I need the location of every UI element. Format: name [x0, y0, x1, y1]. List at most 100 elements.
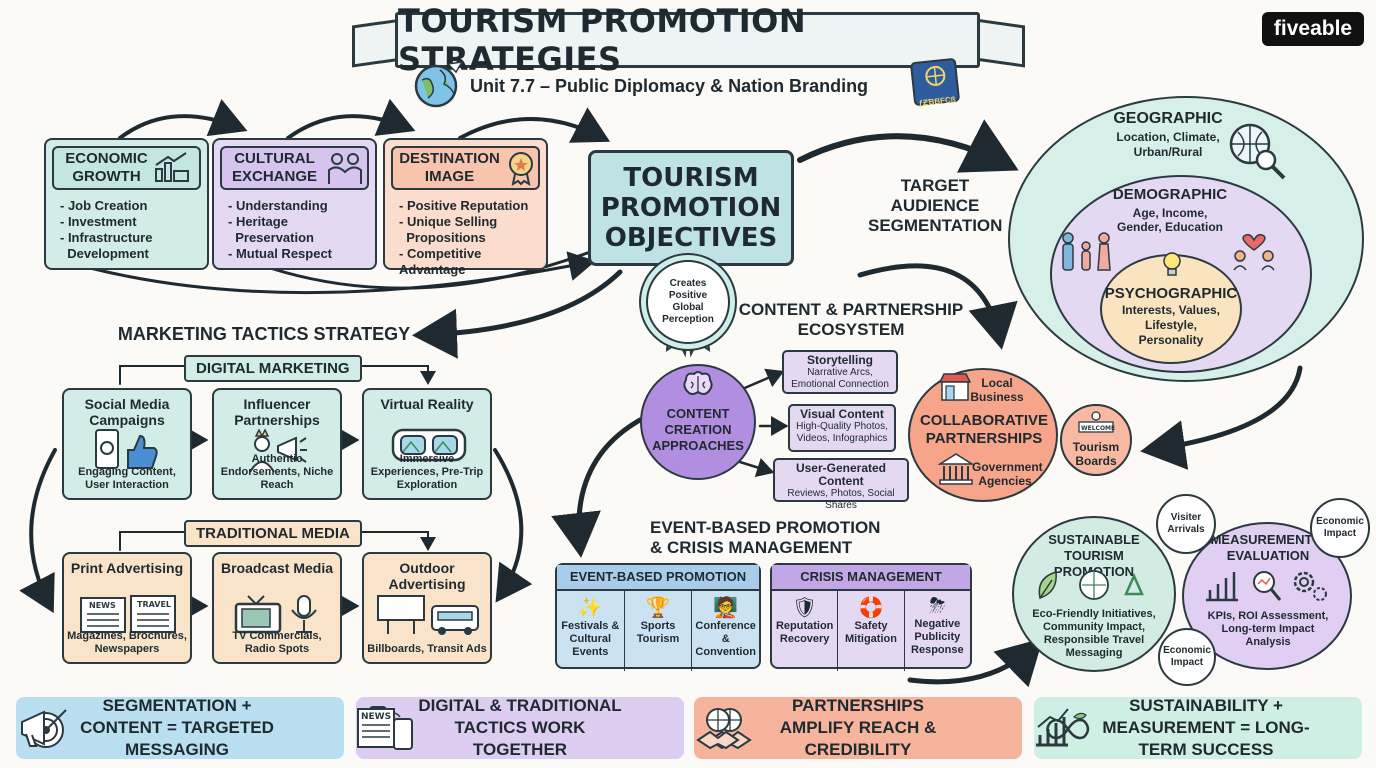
page-subtitle: Unit 7.7 – Public Diplomacy & Nation Bra… — [470, 76, 869, 96]
economic-growth-header: ECONOMIC GROWTH — [52, 146, 201, 190]
geographic-title: GEOGRAPHIC — [1113, 110, 1223, 127]
broadcast-media-desc: TV Commercials, Radio Spots — [232, 630, 322, 655]
storm-cloud-icon: ⛈ — [929, 595, 946, 617]
newspaper-icon: NEWS — [357, 708, 395, 748]
economic-growth-card: ECONOMIC GROWTH - Job Creation - Investm… — [44, 138, 209, 270]
growth-chart-icon — [154, 152, 189, 182]
ugc-title: User-Generated Content — [795, 461, 887, 488]
sports-label: Sports Tourism — [636, 620, 680, 645]
award-icon — [508, 152, 533, 187]
sports-item[interactable]: 🏆 Sports Tourism — [625, 591, 693, 671]
economic-impact-bubble-bottom: Economic Impact — [1158, 628, 1216, 686]
visual-content-card[interactable]: Visual Content High-Quality Photos, Vide… — [788, 404, 896, 452]
print-advertising-desc: Magazines, Brochures, Newspapers — [67, 630, 187, 655]
welcome-text: WELCOME — [1081, 425, 1115, 432]
safety-item[interactable]: 🛟 Safety Mitigation — [838, 591, 905, 671]
fiveable-logo[interactable]: fiveable — [1262, 12, 1364, 46]
broadcast-media-card[interactable]: Broadcast Media TV Commercials, Radio Sp… — [212, 552, 342, 664]
trophy-icon: 🏆 — [645, 597, 671, 619]
news-text: NEWS — [361, 712, 391, 722]
crisis-management-header: CRISIS MANAGEMENT — [772, 565, 970, 591]
tourism-objectives-box: TOURISM PROMOTION OBJECTIVES — [588, 150, 794, 266]
visual-content-desc: High-Quality Photos, Videos, Infographic… — [796, 421, 888, 444]
storytelling-card[interactable]: Storytelling Narrative Arcs, Emotional C… — [782, 350, 898, 394]
economic-growth-title: ECONOMIC GROWTH — [65, 150, 148, 185]
destination-image-card: DESTINATION IMAGE - Positive Reputation … — [383, 138, 548, 277]
list-item: Preservation — [228, 230, 314, 245]
virtual-reality-card[interactable]: Virtual Reality Immersive Experiences, P… — [362, 388, 492, 500]
list-item: - Infrastructure — [60, 230, 153, 245]
influencer-card[interactable]: Influencer Partnerships Authentic Endors… — [212, 388, 342, 500]
shop-icon — [938, 372, 972, 402]
conference-label: Conference & Convention — [695, 620, 756, 658]
festivals-label: Festivals & Cultural Events — [561, 620, 620, 658]
segmentation-label: TARGET AUDIENCE SEGMENTATION — [868, 176, 1003, 235]
destination-image-title: DESTINATION IMAGE — [399, 150, 500, 185]
social-media-title: Social Media Campaigns — [84, 396, 170, 428]
influencer-desc: Authentic Endorsements, Niche Reach — [220, 453, 334, 491]
analytics-icons — [1204, 566, 1328, 604]
sustainability-desc: Eco-Friendly Initiatives, Community Impa… — [1032, 608, 1156, 659]
social-media-card[interactable]: Social Media Campaigns Engaging Content,… — [62, 388, 192, 500]
print-advertising-title: Print Advertising — [70, 560, 184, 576]
digital-marketing-label: DIGITAL MARKETING — [184, 355, 362, 382]
newspapers-icon: NEWS TRAVEL — [80, 595, 176, 633]
family-icon — [1058, 232, 1116, 272]
partnerships-circle[interactable] — [908, 368, 1058, 502]
eco-icons — [1034, 568, 1154, 602]
takeaway-digital: DIGITAL & TRADITIONAL TACTICS WORK TOGET… — [356, 696, 684, 759]
economic-impact-label-top: Economic Impact — [1316, 516, 1364, 539]
ugc-card[interactable]: User-Generated Content Reviews, Photos, … — [773, 458, 909, 511]
local-business-label: Local Business — [970, 376, 1024, 404]
globe-search-icon — [1226, 120, 1288, 182]
list-item: - Understanding — [228, 198, 328, 213]
ugc-desc: Reviews, Photos, Social Shares — [787, 488, 895, 511]
social-media-desc: Engaging Content, User Interaction — [78, 466, 176, 491]
np1-text: NEWS — [89, 601, 116, 610]
broadcast-media-title: Broadcast Media — [220, 560, 334, 576]
event-promotion-panel: EVENT-BASED PROMOTION ✨ Festivals & Cult… — [555, 563, 761, 671]
marketing-tactics-title: MARKETING TACTICS STRATEGY — [117, 324, 411, 344]
reputation-label: Reputation Recovery — [775, 620, 834, 645]
visitor-arrivals-bubble: Visiter Arrivals — [1156, 494, 1216, 554]
measurement-desc: KPIs, ROI Assessment, Long-term Impact A… — [1207, 610, 1329, 648]
outdoor-advertising-card[interactable]: Outdoor Advertising Billboards, Transit … — [362, 552, 492, 664]
list-item: - Mutual Respect — [228, 246, 333, 261]
list-item: - Competitive Advantage — [399, 246, 482, 277]
conference-item[interactable]: 🧑‍🏫 Conference & Convention — [692, 591, 759, 671]
list-item: Development — [60, 246, 149, 261]
print-advertising-card[interactable]: Print Advertising NEWS TRAVEL Magazines,… — [62, 552, 192, 664]
takeaway-partnerships: PARTNERSHIPS AMPLIFY REACH & CREDIBILITY — [694, 696, 1022, 759]
list-item: - Heritage — [228, 214, 288, 229]
event-promotion-header: EVENT-BASED PROMOTION — [557, 565, 759, 591]
globe-plane-icon — [412, 58, 464, 110]
cultural-exchange-header: CULTURAL EXCHANGE — [220, 146, 369, 190]
storytelling-title: Storytelling — [806, 353, 873, 367]
growth-bars-icon — [1036, 708, 1069, 747]
publicity-item[interactable]: ⛈ Negative Publicity Response — [905, 591, 970, 671]
reputation-item[interactable]: 🛡 Reputation Recovery — [772, 591, 839, 671]
content-hub-title: CONTENT CREATION APPROACHES — [652, 406, 744, 453]
tourism-objectives-title: TOURISM PROMOTION OBJECTIVES — [600, 163, 782, 253]
takeaway-sustainability-text: SUSTAINABILITY + MEASUREMENT = LONG-TERM… — [1102, 696, 1310, 759]
vr-headset-icon — [391, 428, 467, 462]
destination-image-list: - Positive Reputation - Unique Selling P… — [391, 190, 540, 278]
cultural-exchange-list: - Understanding - Heritage Preservation … — [220, 190, 369, 262]
np2-text: TRAVEL — [137, 600, 171, 609]
economic-growth-list: - Job Creation - Investment - Infrastruc… — [52, 190, 201, 262]
globe-handshake-icon — [696, 708, 740, 750]
shield-icon: 🛡 — [791, 597, 818, 619]
page-title: TOURISM PROMOTION STRATEGIES — [395, 2, 980, 78]
traditional-media-label: TRADITIONAL MEDIA — [184, 520, 362, 547]
takeaway-sustainability: SUSTAINABILITY + MEASUREMENT = LONG-TERM… — [1034, 696, 1362, 759]
measurement-title: MEASUREMENT & EVALUATION — [1210, 532, 1326, 563]
psychographic-title: PSYCHOGRAPHIC — [1104, 285, 1238, 302]
infinity-leaf-icon — [1046, 712, 1090, 740]
takeaway-segmentation: SEGMENTATION + CONTENT = TARGETED MESSAG… — [16, 696, 344, 759]
festivals-item[interactable]: ✨ Festivals & Cultural Events — [557, 591, 625, 671]
government-building-icon — [937, 452, 975, 486]
party-popper-icon: ✨ — [577, 597, 603, 619]
economic-impact-label-bottom: Economic Impact — [1163, 645, 1211, 668]
perception-badge-text: Creates Positive Global Perception — [662, 278, 714, 325]
psychographic-desc: Interests, Values, Lifestyle, Personalit… — [1121, 303, 1221, 347]
